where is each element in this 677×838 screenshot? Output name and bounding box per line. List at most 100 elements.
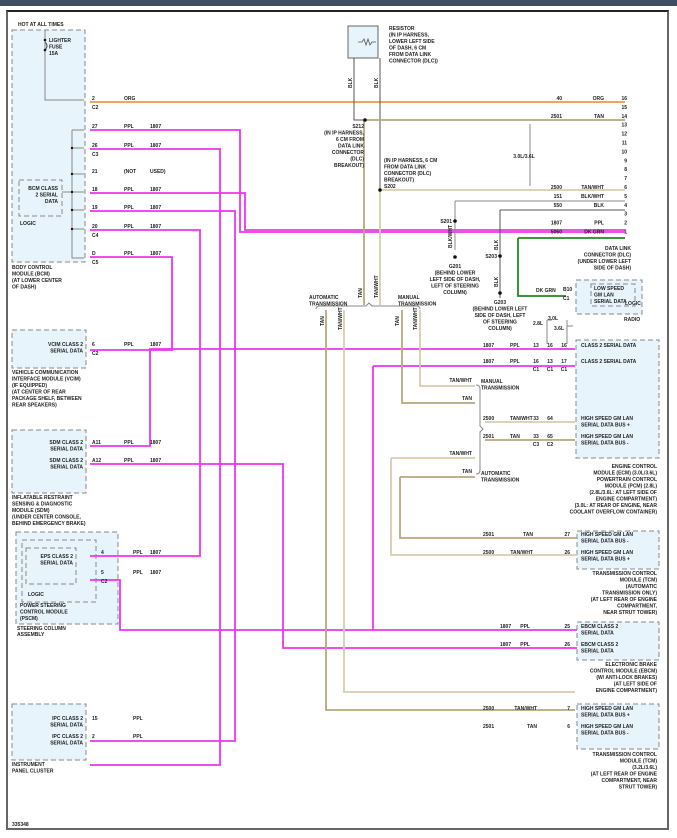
pscm-circuit-number: 1807 bbox=[150, 550, 161, 556]
wire-blk-res-1 bbox=[353, 58, 365, 121]
ipc-pin-number: 15 bbox=[92, 716, 98, 722]
vertical-wire-label: BLK bbox=[494, 276, 500, 287]
ecm-pin-number: 16 bbox=[561, 343, 567, 349]
manual-transmission-label: TRANSMISSION bbox=[398, 302, 437, 308]
eps-inner-label: SERIAL DATA bbox=[40, 561, 73, 567]
bcm-circuit-number: 1807 bbox=[150, 205, 161, 211]
radio-name-label: RADIO bbox=[624, 317, 640, 323]
sdm-circuit-number: 1807 bbox=[150, 440, 161, 446]
vcim-inner-label: SERIAL DATA bbox=[50, 349, 83, 355]
bcm-wire-color: PPL bbox=[124, 187, 134, 193]
bcm-bus-node bbox=[70, 208, 74, 212]
dlc-pin-number: 12 bbox=[621, 132, 627, 138]
dlc-circuit-number: 1807 bbox=[551, 221, 562, 227]
fuse-node-top bbox=[43, 38, 47, 42]
bcm-connector-id: C2 bbox=[92, 105, 99, 111]
ecm-connector-id: C1 bbox=[533, 367, 540, 373]
diagram-frame bbox=[6, 10, 669, 830]
resistor-label: (IN IP HARNESS, bbox=[389, 33, 430, 39]
splice-s203-label: S203 bbox=[485, 254, 497, 260]
dlc-wire-color: PPL bbox=[594, 221, 604, 227]
wire-ppl-bcm-d bbox=[90, 256, 173, 351]
sdm-inner-label: SDM CLASS 2 bbox=[49, 458, 83, 464]
tcm-auto-pin-label: HIGH SPEED GM LAN bbox=[581, 550, 633, 556]
bcm-pin-number: 19 bbox=[92, 205, 98, 211]
vertical-wire-label: TAN bbox=[358, 288, 364, 298]
bcm-connector-id: C5 bbox=[92, 260, 99, 266]
wire-ppl-sdm-a11 bbox=[90, 348, 575, 447]
wire-ppl-bcm18 bbox=[90, 192, 625, 231]
wire-tan-manual bbox=[401, 310, 475, 404]
dlc-pin-number: 8 bbox=[624, 167, 627, 173]
vertical-wire-label: BLK bbox=[348, 77, 354, 88]
tcm-36-name-label: COMPARTMENT, NEAR bbox=[602, 778, 658, 784]
tcm-auto-pin-number: 26 bbox=[564, 550, 570, 556]
ipc-inner-label: SERIAL DATA bbox=[50, 741, 83, 747]
dlc-circuit-number: 2500 bbox=[551, 185, 562, 191]
ebcm-circuit-number: 1807 bbox=[500, 642, 511, 648]
ecm-pin-number: 16 bbox=[533, 359, 539, 365]
bcm-name-label: OF DASH) bbox=[12, 285, 37, 291]
dlc-pin-number: 14 bbox=[621, 114, 627, 120]
radio-box bbox=[575, 279, 643, 315]
ecm-pin-number: 33 bbox=[533, 416, 539, 422]
dlc-pin-number: 7 bbox=[624, 176, 627, 182]
tcm-36-wire-color: TAN bbox=[527, 724, 537, 730]
bcm-circuit-number: 1807 bbox=[150, 224, 161, 230]
vcim-name-label: PACKAGE SHELF, BETWEEN bbox=[12, 396, 82, 402]
tcm-36-wire-color: TAN/WHT bbox=[514, 706, 537, 712]
ebcm-circuit-number: 1807 bbox=[500, 624, 511, 630]
ecm-wire-color: PPL bbox=[510, 359, 520, 365]
tcm-auto-name-label: COMPARTMENT, bbox=[617, 604, 658, 610]
hot-at-all-times-label: HOT AT ALL TIMES bbox=[18, 22, 64, 28]
dlc-pin-number: 9 bbox=[624, 158, 627, 164]
tcm-36-pin-label: HIGH SPEED GM LAN bbox=[581, 724, 633, 730]
radio-inner-label: GM LAN bbox=[594, 293, 614, 299]
bcm-logic-label: LOGIC bbox=[20, 221, 36, 227]
ebcm-name-label: ENGINE COMPARTMENT) bbox=[596, 688, 658, 694]
ebcm-box bbox=[576, 621, 660, 661]
ecm-manual-transmission-label: MANUAL bbox=[481, 379, 503, 385]
dlc-name-label: DATA LINK bbox=[605, 246, 631, 252]
vertical-wire-label: BLK/WHT bbox=[448, 225, 454, 248]
ipc-inner-label: SERIAL DATA bbox=[50, 723, 83, 729]
ebcm-name-label: (AT LEFT SIDE OF bbox=[614, 682, 657, 688]
ecm-trans-wire-color: TAN/WHT bbox=[449, 451, 472, 457]
fuse-feed-wire bbox=[44, 30, 84, 101]
wire-ppl-bcm20 bbox=[90, 229, 201, 557]
ecm-circuit-number: 1807 bbox=[483, 343, 494, 349]
vertical-wire-label: TAN/WHT bbox=[338, 307, 344, 330]
dlc-name-label: (UNDER LOWER LEFT bbox=[578, 259, 631, 265]
vertical-wire-label: BLK bbox=[494, 239, 500, 250]
ipc-inner-label: IPC CLASS 2 bbox=[52, 716, 83, 722]
eps-inner-label: EPS CLASS 2 bbox=[40, 554, 73, 560]
radio-inner-label: SERIAL DATA bbox=[594, 299, 627, 305]
splice-s212-label: 6 CM FROM bbox=[336, 137, 364, 143]
ecm-wire-color: TAN/WHT bbox=[510, 416, 533, 422]
bcm-circuit-number: 1807 bbox=[150, 143, 161, 149]
ebcm-pin-number: 25 bbox=[564, 624, 570, 630]
pscm-wire-color: PPL bbox=[133, 570, 143, 576]
ground-g203-label: COLUMN) bbox=[488, 326, 512, 332]
wire-ppl-bcm19 bbox=[90, 210, 236, 742]
splice-s212-label: DATA LINK bbox=[338, 144, 364, 150]
pscm-logic-label: LOGIC bbox=[28, 592, 44, 598]
tcm-auto-name-label: TRANSMISSION ONLY) bbox=[602, 591, 657, 597]
vertical-wire-label: BLK bbox=[374, 77, 380, 88]
bcm-wire-color: PPL bbox=[124, 224, 134, 230]
ground-g201-label: (BEHIND LOWER bbox=[435, 271, 476, 277]
wire-tanwht-auto-tcm bbox=[390, 458, 577, 556]
dlc-circuit-number: 550 bbox=[554, 203, 563, 209]
steering-column-label: STEERING COLUMN bbox=[17, 626, 66, 632]
bcm-pin-number: 20 bbox=[92, 224, 98, 230]
dlc-pin-number: 4 bbox=[624, 203, 627, 209]
ebcm-wire-color: PPL bbox=[520, 624, 530, 630]
splice-s202-label: (IN IP HARNESS, 6 CM bbox=[384, 158, 437, 164]
ecm-pin-label: SERIAL DATA BUS - bbox=[581, 441, 629, 447]
figure-id: 335348 bbox=[12, 822, 29, 828]
ecm-automatic-transmission-label: AUTOMATIC bbox=[481, 471, 511, 477]
dlc-pin-number: 3 bbox=[624, 212, 627, 218]
ground-g203 bbox=[498, 291, 502, 295]
ipc-wire-color: PPL bbox=[133, 716, 143, 722]
radio-pin-number: B10 bbox=[563, 287, 572, 293]
